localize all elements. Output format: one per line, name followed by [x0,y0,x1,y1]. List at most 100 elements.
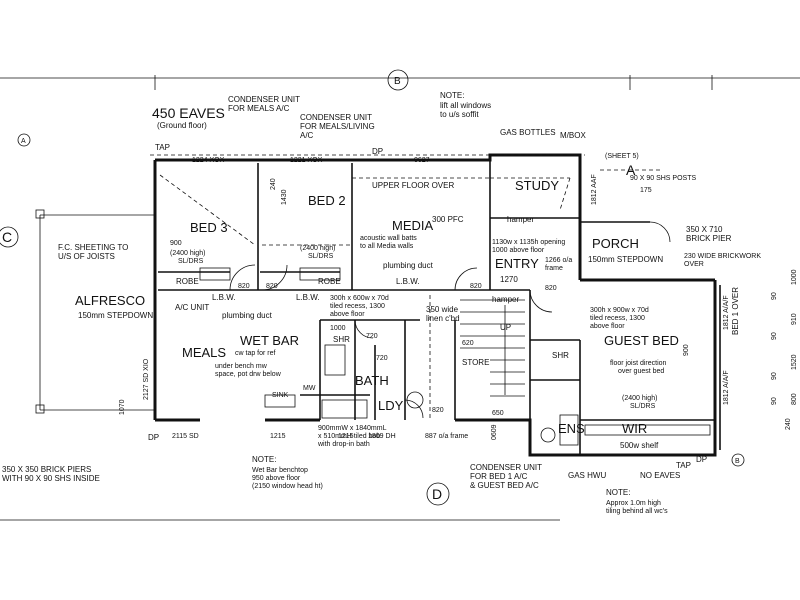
tap-top: TAP [155,143,170,152]
room-study: STUDY [515,178,559,193]
dim-bottom-1: 2115 SD [172,433,199,440]
room-ens: ENS [558,421,585,436]
room-bed3: BED 3 [190,220,228,235]
dimension-labels: 1224 XOX 1221 XOX 0627 1812 AAF 90 X 90 … [119,157,798,440]
section-markers: A B C D A B [0,69,745,506]
dim-right-4: 910 [791,313,798,325]
room-shr-right: SHR [552,351,569,360]
bed-height-3: (2400 high)SL/DRS [622,395,657,410]
stairs [460,299,525,397]
gas-hwu: GAS HWU [568,471,606,480]
dim-misc-11: 240 [270,178,277,190]
wir-shelf: 500w shelf [620,441,659,450]
sheet5: (SHEET 5) [605,153,639,160]
section-marker-b-right: B [735,458,740,465]
dim-bottom-3: 1215 [338,433,354,440]
no-eaves: NO EAVES [640,471,680,480]
section-marker-d: D [432,486,442,502]
tap-bottom: TAP [676,461,691,470]
dim-right-7: 240 [785,418,792,430]
dim-misc-5: 820 [432,407,444,414]
upper-floor-over: UPPER FLOOR OVER [372,181,454,190]
porch-stepdown: 150mm STEPDOWN [588,255,663,264]
dim-bottom-6: 0609 [491,424,498,440]
dim-misc-14: 900 [683,344,690,356]
dim-misc-1: 820 [238,283,250,290]
dim-right-5: 1520 [791,354,798,370]
lbw-2: L.B.W. [296,293,320,302]
dim-bottom-2: 1215 [270,433,286,440]
room-meals: MEALS [182,345,226,360]
dp-1: DP [148,433,159,442]
entry-dimension: 1270 [500,275,518,284]
dim-top-3: 0627 [414,157,430,164]
border-artifacts [0,75,800,521]
room-bath: BATH [355,373,389,388]
lbw-3: L.B.W. [396,277,420,286]
dim-right-3: 1000 [791,269,798,285]
plumbing-duct-media: plumbing duct [383,261,434,270]
alfresco-outline [35,209,155,414]
robe-bed3: ROBE [176,277,199,286]
section-marker-a-porch: A [626,162,636,178]
dim-left-1: 2127 SD XIO [143,358,150,400]
dp-2: DP [372,147,383,156]
fixtures [199,267,711,446]
section-marker-a-left: A [21,138,26,145]
dim-right-6: 800 [791,393,798,405]
room-guest-bed: GUEST BED [604,333,679,348]
eaves-label: 450 EAVES [152,105,225,121]
dim-top-2: 1221 XOX [290,157,323,164]
bed-height-1: (2400 high)SL/DRS [170,250,205,265]
tiling-note-title: NOTE: [606,488,630,497]
hamper-study: hamper [507,215,534,224]
room-shr-left: SHR [333,335,350,344]
dim-left-2: 1070 [119,399,126,415]
dim-right-9: 90 [771,332,778,340]
dim-misc-9: 650 [492,410,504,417]
windows-note-title: NOTE: [440,91,464,100]
dim-misc-4: 820 [545,285,557,292]
gas-bottles: GAS BOTTLES [500,128,556,137]
room-labels: BED 3 BED 2 MEDIA STUDY PORCH 150mm STEP… [75,178,679,436]
room-media: MEDIA [392,218,434,233]
dim-right-2: 1812 A/A/F [723,370,730,405]
room-bed2: BED 2 [308,193,346,208]
bed-height-2: (2400 high)SL/DRS [300,245,335,260]
room-wetbar: WET BAR [240,333,299,348]
dim-misc-13: 1000 [330,325,346,332]
mw-label: MW [303,385,316,392]
dim-misc-6: 720 [366,333,378,340]
sink-label: SINK [272,392,289,399]
eaves-sub: (Ground floor) [157,121,207,130]
cw-tap-note: cw tap for ref [235,350,276,357]
dim-right-10: 90 [771,372,778,380]
dp-3: DP [696,455,707,464]
dim-misc-12: 1430 [281,189,288,205]
dim-top-1: 1224 XOX [192,157,225,164]
dim-misc-10: 175 [640,187,652,194]
room-ldy: LDY [378,398,404,413]
room-wir: WIR [622,421,647,436]
dim-bottom-5: 887 o/a frame [425,433,468,440]
section-marker-b-top: B [394,76,401,87]
dim-misc-3: 820 [470,283,482,290]
pfc-label: 300 PFC [432,215,464,224]
